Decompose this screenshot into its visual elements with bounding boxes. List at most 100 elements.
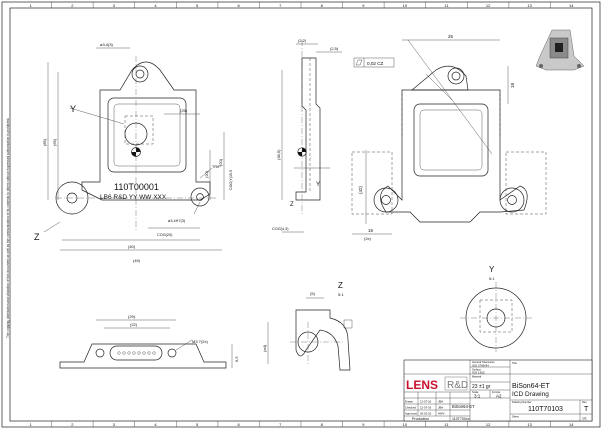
material-label: Material — [472, 375, 482, 379]
side-label-y: Y — [316, 182, 320, 188]
zone-number: 11 — [444, 3, 449, 8]
zone-number: 1 — [30, 422, 33, 427]
title-line2: ICD Drawing — [512, 391, 549, 398]
detail-z: Z 5:1 (5) (ø4) — [262, 281, 353, 371]
part-name: BiSon64-ET — [452, 404, 475, 409]
zone-number: 14 — [569, 3, 574, 8]
connector-pin — [127, 351, 131, 355]
scale-label: Scale — [472, 390, 479, 394]
logo-rd: R&D — [447, 380, 468, 391]
row-date-checked: 12-07-16 — [420, 406, 432, 410]
connector-pin — [132, 351, 136, 355]
bottom-width-29-dim: (29) — [128, 314, 136, 319]
front-hole-top-dim: ø3,4(3) — [100, 42, 114, 47]
side-cog-dim: COG(4,3) — [272, 227, 289, 231]
zone-number: 3 — [113, 3, 116, 8]
zone-number: 14 — [569, 422, 574, 427]
detail-z-top-dim: (5) — [310, 291, 316, 296]
bottom-height-dim: 6,5 — [234, 356, 239, 362]
row-date-drawn: 12-07-16 — [420, 400, 432, 404]
row-label-approved: Approved — [405, 412, 417, 416]
connector-pin — [122, 351, 126, 355]
surface-label: Surface — [472, 368, 481, 372]
logo-lens: LENS — [406, 378, 438, 392]
rear-width-16-qty: (2x) — [364, 236, 372, 241]
rear-view: 0,02 CZ 25 18 (42) 16 (2x) — [351, 34, 547, 241]
zone-number: 2 — [71, 422, 74, 427]
zone-number: 11 — [444, 422, 449, 427]
general-tolerances-label: General Tolerances — [472, 360, 495, 364]
rear-width-16-dim: 16 — [368, 228, 374, 233]
title-block: LENS R&D General Tolerances ISO 2768-fH … — [403, 359, 593, 422]
scale-value: 3:1 — [474, 394, 481, 399]
front-height-20b-dim: (20) — [204, 170, 209, 178]
zone-number: 13 — [527, 422, 532, 427]
front-view: 110T00001 LB6 R&D YY WW XXX ø3,4(3) (85)… — [34, 42, 233, 263]
part-number: 110T700xx — [452, 417, 470, 421]
release-status: Production — [412, 417, 429, 421]
revision-value: T — [584, 406, 589, 413]
front-height-20-dim: (20) — [218, 158, 223, 166]
part-weight: 23 ±1 gr — [472, 384, 491, 390]
rear-tolerance-frame: 0,02 CZ — [367, 61, 384, 66]
row-label-checked: Checked — [405, 406, 416, 410]
detail-z-left-dim: (ø4) — [262, 344, 267, 352]
zone-number: 5 — [196, 422, 199, 427]
front-label-z: Z — [34, 232, 40, 242]
copyright-notice: The copying, distribution and utilizatio… — [6, 118, 10, 338]
zone-number: 6 — [237, 3, 240, 8]
zone-number: 12 — [486, 422, 491, 427]
front-height-69-dim: (69) — [52, 138, 57, 146]
connector-pin — [117, 351, 121, 355]
zone-number: 9 — [362, 422, 365, 427]
connector-pin — [147, 351, 151, 355]
row-name-approved: HWV — [438, 412, 445, 416]
side-t25-dim: (2,5) — [330, 46, 339, 51]
rear-width-25-dim: 25 — [448, 34, 454, 39]
bottom-view: (29) (22) M3 7(2x) 6,5 — [59, 314, 239, 369]
zone-number: 8 — [321, 3, 324, 8]
front-hole-right-dim: ø3,4H7(3) — [168, 219, 186, 223]
connector-pin — [142, 351, 146, 355]
front-label-y: Y — [70, 104, 76, 114]
isometric-preview — [535, 29, 585, 71]
front-trip-label: TRIP — [212, 165, 221, 169]
bottom-width-22-dim: (22) — [130, 322, 138, 327]
general-tolerances: ISO 2768-fH — [472, 364, 489, 368]
row-name-drawn: JBH — [438, 400, 443, 404]
row-date-approved: 26-02-16 — [420, 412, 432, 416]
front-cog-x-dim: COG(20) — [157, 233, 173, 237]
bottom-thread-dim: M3 7(2x) — [192, 339, 208, 344]
detail-y-scale: 5:1 — [489, 276, 495, 281]
side-view: (2,2) (2,5) (38,5) Y Z COG(4,3) — [272, 38, 342, 233]
zone-number: 10 — [403, 3, 408, 8]
zone-number: 9 — [362, 3, 365, 8]
side-label-z: Z — [290, 202, 294, 208]
detail-y: Y 5:1 — [460, 265, 532, 352]
format-value: A2 — [496, 394, 502, 399]
format-label: Format — [492, 390, 500, 394]
front-width-49-dim: (49) — [133, 258, 141, 263]
front-width-25-dim: (25) — [180, 108, 188, 113]
row-label-drawn: Drawn — [405, 400, 414, 404]
surface-standard: ISO 1302 — [472, 371, 485, 375]
connector-pin — [137, 351, 141, 355]
zone-number: 12 — [486, 3, 491, 8]
zone-number: 7 — [279, 422, 282, 427]
front-width-40-dim: (40) — [128, 244, 136, 249]
connector-pin — [152, 351, 156, 355]
connector-pins — [117, 351, 156, 355]
side-height-dim: (38,5) — [276, 149, 281, 160]
detail-z-label: Z — [338, 281, 343, 290]
zone-number: 8 — [321, 422, 324, 427]
zone-number: 2 — [71, 3, 74, 8]
detail-z-scale: 5:1 — [338, 292, 344, 297]
drawing-number: 110T70103 — [528, 406, 563, 413]
zone-number: 1 — [30, 3, 33, 8]
title-line1: BiSon64-ET — [512, 383, 550, 390]
zone-number: 6 — [237, 422, 240, 427]
front-cog-y-dim: COG(Y)15,5 — [229, 170, 233, 190]
